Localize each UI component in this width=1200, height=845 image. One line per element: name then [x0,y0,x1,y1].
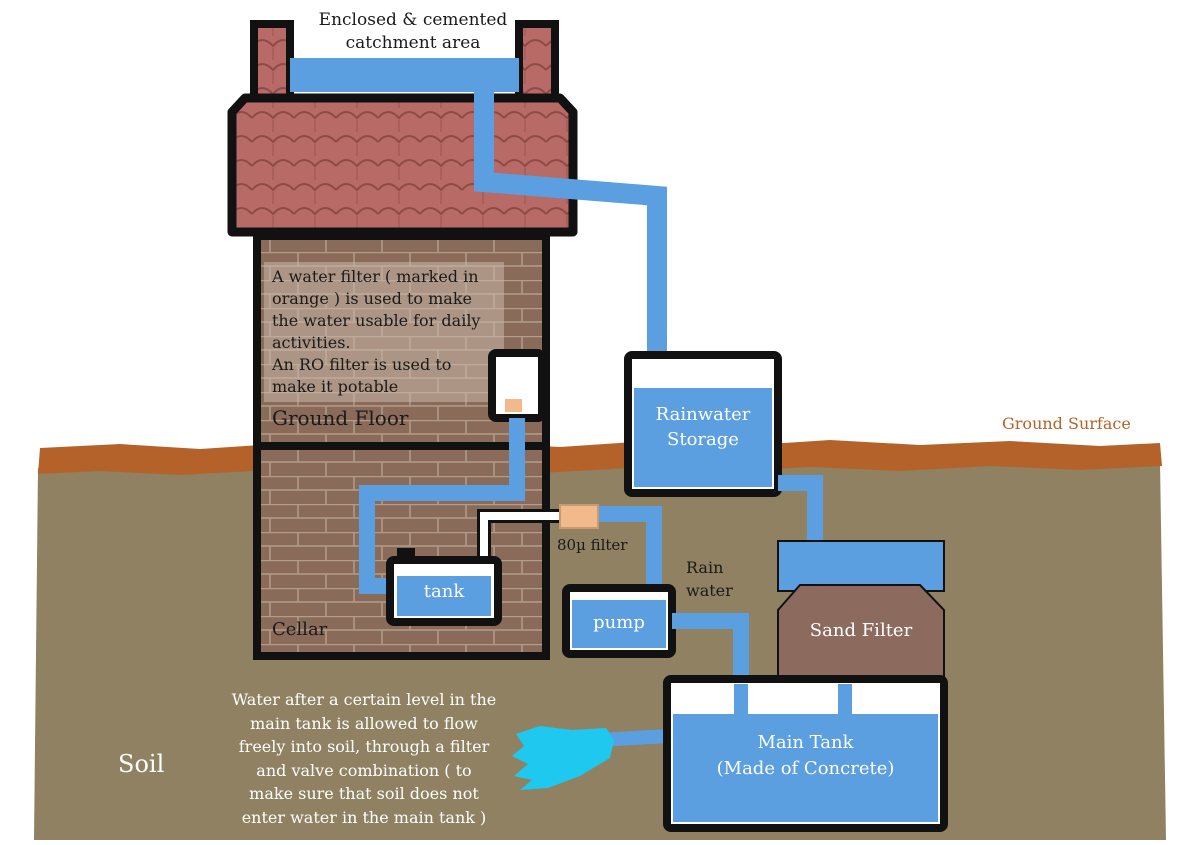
catchment-label: Enclosed & cemented catchment area [318,10,508,53]
pump-label: pump [593,612,645,633]
rainwater-storage-label: Rainwater Storage [655,404,751,450]
tank-to-filter-pipe [359,418,525,594]
cellar-label: Cellar [272,619,328,640]
sand-filter-water [777,540,945,592]
overflow-note: Water after a certain level in the main … [231,690,497,827]
tank-label: tank [423,581,465,602]
water-filter-orange [505,399,522,412]
left-chimney [250,20,294,106]
soil-label: Soil [118,750,165,778]
house-note: A water filter ( marked in orange ) is u… [272,267,481,396]
roof [227,93,578,237]
pump-to-filter-pipe [598,506,662,600]
storage-to-sandfilter-pipe [778,475,823,541]
ground-surface-label: Ground Surface [1002,414,1131,433]
roof-downpipe [474,72,667,354]
sand-filter-label: Sand Filter [809,620,913,641]
tank-cap [397,548,415,558]
note-backdrop [264,262,504,402]
overflow-splash [512,726,614,790]
main-tank-label: Main Tank (Made of Concrete) [716,732,895,779]
80-micron-filter [559,504,599,529]
ground-floor-label: Ground Floor [272,406,409,430]
rain-water-label: Rain water [686,558,733,600]
80-micron-filter-label: 80µ filter [557,536,628,554]
